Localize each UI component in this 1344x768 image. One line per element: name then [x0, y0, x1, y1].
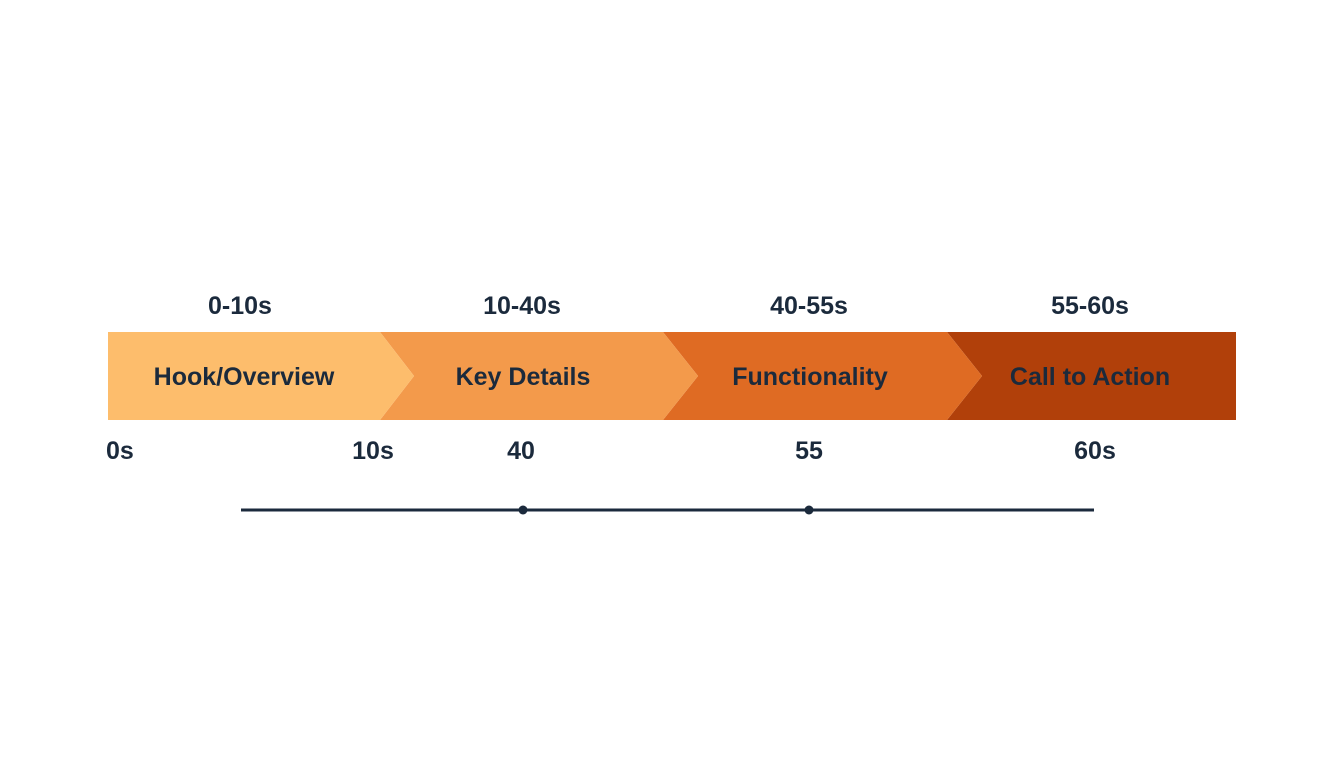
time-tick-label: 55 — [795, 437, 823, 465]
phase-range-label: 0-10s — [208, 292, 272, 320]
phase-range-label: 40-55s — [770, 292, 848, 320]
phase-segment-call-to-action — [947, 332, 1236, 420]
timeline-marker — [804, 505, 814, 515]
phase-segment-functionality — [663, 332, 982, 420]
time-tick-label: 60s — [1074, 437, 1116, 465]
phase-segment-key-details — [380, 332, 698, 420]
time-tick-label: 0s — [106, 437, 134, 465]
phase-range-label: 10-40s — [483, 292, 561, 320]
phase-label: Call to Action — [1010, 363, 1170, 391]
phase-segment-hook-overview — [108, 332, 414, 420]
phase-label: Hook/Overview — [154, 363, 335, 391]
time-tick-label: 10s — [352, 437, 394, 465]
phase-range-label: 55-60s — [1051, 292, 1129, 320]
timeline-marker — [518, 505, 528, 515]
phase-label: Key Details — [456, 363, 591, 391]
phase-label: Functionality — [732, 363, 888, 391]
time-tick-label: 40 — [507, 437, 535, 465]
